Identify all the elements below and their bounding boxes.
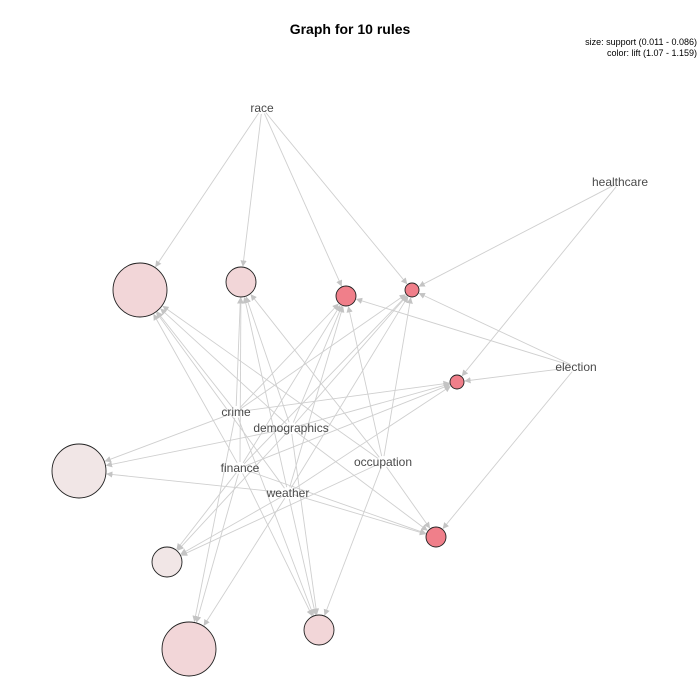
- edge-election-r3: [355, 297, 571, 366]
- rule-node-r8[interactable]: [161, 621, 217, 677]
- edge-finance-r2: [237, 297, 245, 463]
- edge-occupation-r10: [386, 466, 431, 529]
- edge-election-r4: [418, 292, 571, 365]
- edge-finance-r9: [242, 473, 313, 617]
- edge-weather-r4: [290, 296, 409, 489]
- item-label-demographics[interactable]: demographics: [253, 421, 328, 435]
- edge-healthcare-r5: [461, 186, 617, 377]
- rule-node-r5[interactable]: [449, 374, 465, 390]
- item-label-occupation[interactable]: occupation: [354, 455, 412, 469]
- legend-color: color: lift (1.07 - 1.159): [607, 48, 697, 58]
- edge-race-r2: [240, 113, 262, 267]
- rule-node-r1[interactable]: [112, 262, 168, 318]
- rule-node-r9[interactable]: [303, 614, 335, 646]
- edge-demographics-r4: [294, 295, 408, 424]
- item-label-race[interactable]: race: [250, 101, 274, 115]
- edge-race-r4: [265, 112, 408, 285]
- rule-node-r2[interactable]: [225, 266, 257, 298]
- edge-weather-r6: [106, 471, 283, 493]
- edge-occupation-r3: [346, 306, 383, 457]
- edge-weather-r3: [289, 305, 345, 488]
- edge-weather-r1: [156, 312, 285, 489]
- edge-election-r5: [464, 367, 571, 384]
- edge-weather-r7: [180, 495, 284, 555]
- edge-crime-r8: [192, 417, 236, 623]
- edge-finance-r10: [245, 469, 427, 535]
- legend-size: size: support (0.011 - 0.086): [585, 37, 697, 47]
- edge-weather-r2: [242, 296, 288, 488]
- edge-finance-r1: [153, 313, 238, 464]
- edge-healthcare-r4: [418, 184, 615, 287]
- edge-crime-r5: [241, 380, 450, 412]
- edge-occupation-r4: [383, 297, 413, 457]
- edge-demographics-r9: [291, 433, 320, 615]
- edge-finance-r3: [242, 304, 341, 464]
- chart-title: Graph for 10 rules: [290, 21, 411, 37]
- edge-occupation-r2: [250, 294, 380, 458]
- rule-node-r6[interactable]: [51, 443, 107, 499]
- edge-demographics-r6: [105, 428, 286, 468]
- edge-weather-r5: [292, 386, 451, 491]
- edge-occupation-r7: [180, 464, 378, 556]
- item-label-weather[interactable]: weather: [266, 486, 310, 500]
- edge-demographics-r10: [295, 431, 428, 531]
- edge-demographics-r3: [292, 305, 343, 423]
- edge-demographics-r2: [245, 296, 290, 423]
- edge-crime-r2: [235, 297, 244, 407]
- rule-node-r7[interactable]: [151, 546, 183, 578]
- edge-demographics-r1: [160, 308, 287, 425]
- edge-weather-r9: [288, 498, 318, 616]
- edges-layer: [104, 112, 617, 626]
- edge-crime-r6: [104, 413, 231, 463]
- edge-occupation-r9: [323, 467, 382, 616]
- rule-node-r4[interactable]: [404, 282, 420, 298]
- edge-weather-r10: [293, 494, 427, 536]
- item-label-finance[interactable]: finance: [221, 461, 260, 475]
- edge-race-r1: [155, 112, 260, 268]
- item-label-healthcare[interactable]: healthcare: [592, 175, 648, 189]
- edge-finance-r4: [243, 295, 407, 465]
- item-label-crime[interactable]: crime: [221, 405, 251, 419]
- edge-election-r10: [442, 371, 573, 529]
- edge-crime-r3: [239, 303, 339, 408]
- rule-node-r3[interactable]: [335, 285, 357, 307]
- edge-demographics-r7: [177, 432, 288, 551]
- rule-nodes-layer: [51, 262, 465, 677]
- edge-weather-r8: [203, 497, 286, 626]
- edge-occupation-r1: [162, 305, 379, 459]
- edge-finance-r7: [176, 472, 237, 550]
- item-label-election[interactable]: election: [555, 360, 596, 374]
- edge-crime-r9: [237, 417, 315, 616]
- edge-crime-r1: [156, 311, 233, 408]
- rule-node-r10[interactable]: [425, 526, 447, 548]
- edge-race-r3: [263, 113, 343, 287]
- edge-finance-r5: [245, 384, 451, 467]
- edge-finance-r8: [195, 473, 239, 623]
